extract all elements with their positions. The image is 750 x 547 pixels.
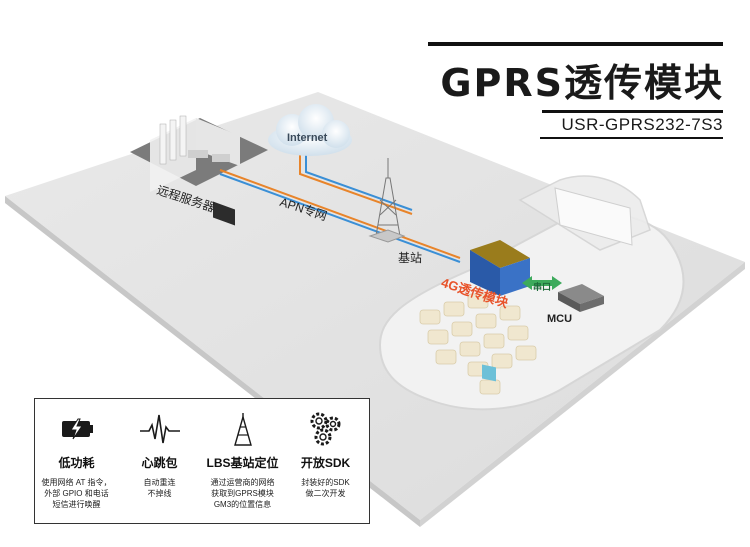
server-room-image bbox=[130, 115, 268, 226]
title-top-rule bbox=[428, 42, 723, 46]
feature-desc: 通过运营商的网络 获取到GPRS模块 GM3的位置信息 bbox=[210, 478, 275, 509]
base-station-tower bbox=[368, 158, 406, 243]
battery-bolt-icon bbox=[62, 418, 93, 440]
serial-port-arrow bbox=[522, 276, 562, 290]
feature-desc: 封装好的SDK 做二次开发 bbox=[301, 478, 350, 498]
base-station-label: 基站 bbox=[398, 251, 423, 265]
mcu-chip bbox=[558, 284, 604, 312]
feature-name: LBS基站定位 bbox=[206, 456, 279, 470]
feature-lbs: LBS基站定位 通过运营商的网络 获取到GPRS模块 GM3的位置信息 bbox=[201, 399, 284, 523]
heartbeat-icon bbox=[140, 414, 180, 444]
apn-link-lines bbox=[219, 148, 461, 263]
feature-low-power: 低功耗 使用网络 AT 指令， 外部 GPIO 和电话 短信进行唤醒 bbox=[35, 399, 118, 523]
model-underline bbox=[540, 137, 723, 139]
feature-desc: 自动重连 不掉线 bbox=[143, 478, 176, 498]
gears-icon bbox=[310, 412, 341, 446]
mcu-label: MCU bbox=[547, 313, 573, 325]
feature-sdk: 开放SDK 封装好的SDK 做二次开发 bbox=[284, 399, 367, 523]
model-number: USR-GPRS232-7S3 bbox=[561, 115, 723, 134]
feature-name: 低功耗 bbox=[58, 456, 95, 470]
page-title: GPRS透传模块 bbox=[440, 61, 724, 105]
title-bottom-rule bbox=[542, 110, 723, 113]
internet-cloud-icon bbox=[268, 104, 352, 156]
feature-heartbeat: 心跳包 自动重连 不掉线 bbox=[118, 399, 201, 523]
feature-name: 开放SDK bbox=[300, 456, 351, 470]
antenna-tower-icon bbox=[234, 413, 252, 446]
terminal-device-image bbox=[378, 175, 685, 411]
serial-port-label: 串口 bbox=[533, 282, 552, 292]
feature-panel: 低功耗 使用网络 AT 指令， 外部 GPIO 和电话 短信进行唤醒 心跳包 自… bbox=[34, 398, 370, 524]
internet-label: Internet bbox=[287, 132, 328, 144]
gprs-module-board bbox=[470, 240, 530, 382]
feature-desc: 使用网络 AT 指令， 外部 GPIO 和电话 短信进行唤醒 bbox=[41, 478, 112, 509]
feature-name: 心跳包 bbox=[141, 456, 178, 470]
